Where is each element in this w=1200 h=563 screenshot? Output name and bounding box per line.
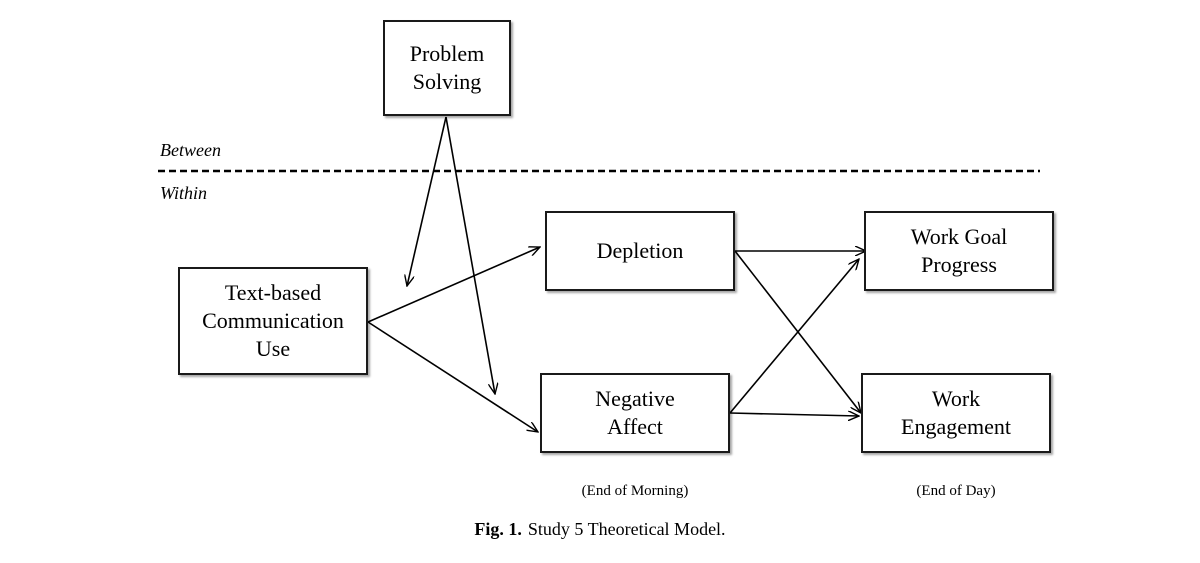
arrow-negative-affect-to-work-engagement xyxy=(729,413,859,416)
arrow-problem-solving-to-path-text-based-negative-affect xyxy=(445,116,495,394)
level-label-between: Between xyxy=(160,140,221,160)
node-negative-affect: Negative Affect xyxy=(540,373,730,453)
node-work-engagement: Work Engagement xyxy=(861,373,1051,453)
node-text-based-communication-use: Text-based Communication Use xyxy=(178,267,368,375)
time-label-end-of-day: (End of Day) xyxy=(916,483,996,499)
arrow-problem-solving-to-path-text-based-depletion xyxy=(407,116,447,286)
arrow-text-based-to-negative-affect xyxy=(367,321,538,432)
node-depletion: Depletion xyxy=(545,211,735,291)
node-problem-solving: Problem Solving xyxy=(383,20,511,116)
figure-caption-text: Study 5 Theoretical Model. xyxy=(527,519,726,539)
arrow-negative-affect-to-work-goal xyxy=(729,259,859,414)
figure-number: Fig. 1. xyxy=(474,519,522,539)
arrow-text-based-to-depletion xyxy=(367,247,540,323)
figure-caption: Fig. 1.Study 5 Theoretical Model. xyxy=(0,519,1200,540)
edges-layer xyxy=(367,116,866,432)
level-label-within: Within xyxy=(160,183,208,203)
node-work-goal-progress: Work Goal Progress xyxy=(864,211,1054,291)
time-label-end-of-morning: (End of Morning) xyxy=(581,483,689,499)
